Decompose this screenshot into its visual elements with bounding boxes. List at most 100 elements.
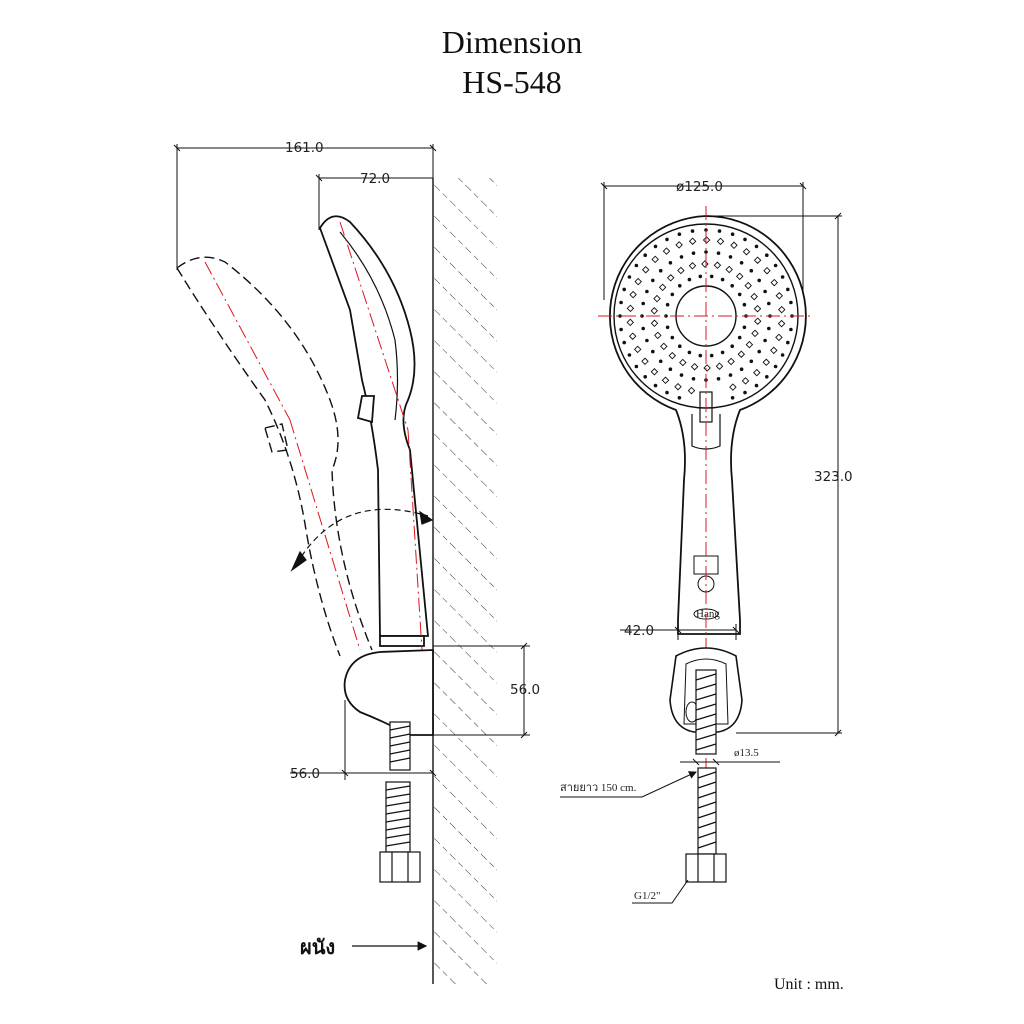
nozzle — [629, 290, 637, 299]
thread-leader — [632, 879, 689, 904]
nozzle — [765, 253, 769, 257]
nozzle — [665, 237, 669, 242]
nozzle — [658, 283, 667, 292]
nozzle — [658, 359, 663, 364]
nozzle — [754, 383, 759, 388]
nozzle — [660, 342, 668, 351]
nozzle — [728, 255, 733, 259]
nozzle — [767, 326, 771, 331]
nozzle — [716, 377, 721, 381]
nozzle — [789, 327, 793, 332]
rotation-arrow — [290, 508, 434, 572]
nozzle — [717, 229, 722, 233]
nozzle — [763, 338, 767, 343]
nozzle — [687, 386, 696, 395]
dim-total-height — [706, 212, 842, 737]
hose-length-label: สายยาว 150 cm. — [560, 782, 637, 794]
dim-bracket-height-label: 56.0 — [510, 682, 540, 698]
nozzle — [690, 362, 699, 371]
nozzle — [677, 266, 685, 275]
nozzle — [668, 261, 673, 265]
nozzle — [653, 383, 658, 388]
nozzle — [753, 304, 762, 313]
wall-label: ผนัง — [300, 935, 335, 959]
model-number: HS-548 — [462, 64, 562, 100]
nozzle — [780, 353, 785, 357]
nozzle — [716, 251, 721, 255]
nozzle — [713, 261, 722, 270]
nozzle — [777, 319, 786, 328]
nozzle — [730, 344, 734, 349]
nozzle — [668, 367, 673, 372]
nozzle — [679, 358, 687, 367]
dim-head-width — [315, 174, 433, 230]
nozzle — [679, 255, 684, 259]
wall-bracket-side — [343, 649, 434, 736]
nozzle — [751, 329, 759, 338]
nozzle — [641, 357, 649, 366]
dim-head-diameter-label: ø125.0 — [676, 179, 723, 195]
nozzle — [737, 292, 742, 297]
nozzle — [716, 237, 725, 246]
nozzle — [670, 292, 675, 297]
nozzle — [650, 368, 659, 376]
nozzle — [773, 263, 778, 268]
nozzle — [753, 256, 762, 264]
dim-total-width — [173, 144, 437, 270]
diagram-title: Dimension — [441, 24, 583, 60]
nozzle — [727, 357, 735, 366]
nozzle — [709, 353, 714, 358]
nozzle — [622, 340, 626, 345]
nozzle — [651, 255, 659, 264]
dim-head-width-label: 72.0 — [360, 171, 390, 187]
nozzle — [770, 278, 779, 287]
hose-front — [685, 669, 727, 883]
nozzle — [757, 278, 761, 283]
nozzle — [728, 373, 733, 377]
nozzle — [775, 333, 783, 342]
nozzle — [715, 362, 724, 370]
nozzle — [750, 292, 758, 301]
nozzle — [653, 294, 661, 303]
nozzle — [720, 350, 725, 355]
handset-side — [319, 215, 429, 647]
nozzle — [730, 284, 734, 288]
nozzle — [650, 319, 659, 328]
nozzle — [677, 232, 682, 236]
nozzle — [634, 263, 639, 268]
nozzle — [670, 335, 675, 340]
nozzle — [725, 265, 733, 274]
nozzle — [770, 346, 778, 355]
nozzle — [645, 289, 649, 294]
nozzle — [749, 268, 754, 273]
nozzle — [691, 377, 696, 381]
nozzle — [679, 373, 684, 377]
nozzle — [690, 229, 695, 233]
handset-front — [609, 215, 807, 635]
nozzle — [653, 244, 658, 249]
nozzle — [754, 244, 759, 249]
nozzle — [688, 237, 697, 245]
nozzle — [698, 353, 703, 358]
nozzle — [741, 377, 750, 385]
nozzle — [678, 344, 682, 349]
nozzle — [665, 390, 669, 395]
nozzle — [634, 364, 639, 369]
dim-bracket-height — [433, 642, 530, 739]
nozzle — [757, 349, 761, 354]
nozzle — [775, 292, 784, 300]
nozzle — [742, 302, 747, 307]
nozzle — [730, 396, 735, 400]
nozzle — [780, 275, 785, 279]
nozzle — [641, 326, 645, 331]
nozzle — [789, 300, 793, 305]
nozzle — [634, 277, 642, 286]
nozzle — [678, 284, 682, 288]
dim-hose-diameter — [680, 758, 780, 766]
nozzle — [651, 278, 655, 283]
nozzle — [661, 376, 670, 385]
nozzle — [665, 325, 670, 330]
nozzle — [742, 247, 751, 256]
nozzle — [674, 382, 682, 391]
